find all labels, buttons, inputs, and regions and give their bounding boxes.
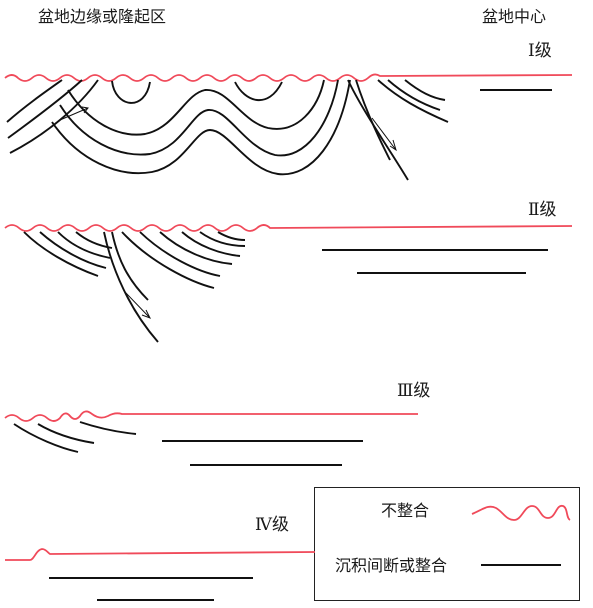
level-1-syncline-2 [234, 81, 283, 102]
level-2-fault-arrow [124, 291, 152, 319]
level-4-label: Ⅳ级 [255, 515, 289, 535]
level-2-stratum [159, 231, 233, 265]
basin-margin-label: 盆地边缘或隆起区 [38, 7, 167, 26]
level-2-stratum [199, 231, 246, 247]
level-3-stratum [37, 423, 95, 444]
level-1-fold-1 [67, 79, 325, 136]
level-2-stratum [181, 231, 241, 257]
basin-center-label: 盆地中心 [482, 7, 547, 26]
level-2-stratum [23, 231, 99, 277]
level-1-stratum [404, 79, 446, 101]
level-3-unconformity-surface [4, 410, 418, 422]
level-1-stratum [377, 79, 449, 123]
level-4-unconformity-surface [5, 548, 316, 561]
level-1-fold-2 [59, 79, 339, 157]
level-1-fault-arrow-2 [59, 106, 89, 121]
level-1-stratum [6, 79, 63, 123]
level-4-section [5, 548, 316, 601]
level-2-unconformity-surface [4, 224, 573, 232]
legend-unconformity-label: 不整合 [381, 501, 430, 520]
legend-unconformity-symbol [471, 505, 571, 521]
level-1-fold-3 [51, 79, 351, 176]
level-2-section [4, 224, 573, 343]
level-1-stratum [355, 79, 391, 161]
level-1-syncline-inner [111, 80, 151, 104]
level-3-stratum [79, 421, 137, 435]
legend-box [314, 487, 580, 601]
level-2-stratum [39, 231, 107, 269]
level-1-section [4, 73, 573, 181]
level-2-fault [103, 231, 159, 343]
level-2-stratum [217, 231, 246, 241]
level-1-stratum [387, 79, 441, 111]
level-3-label: Ⅲ级 [397, 381, 431, 401]
level-1-label: Ⅰ级 [528, 41, 552, 61]
level-3-stratum [13, 423, 79, 453]
level-2-stratum [57, 231, 111, 259]
legend-conformity-label: 沉积间断或整合 [335, 556, 448, 575]
level-2-fault-2 [111, 231, 149, 301]
level-1-unconformity-surface [4, 73, 573, 82]
level-3-section [4, 410, 418, 466]
level-2-label: Ⅱ级 [528, 200, 557, 220]
level-2-stratum [75, 231, 113, 249]
level-2-stratum [121, 231, 215, 289]
level-2-stratum [139, 231, 221, 277]
level-1-fault-arrow [371, 117, 397, 152]
level-1-stratum [9, 79, 99, 154]
level-1-stratum [7, 79, 83, 139]
